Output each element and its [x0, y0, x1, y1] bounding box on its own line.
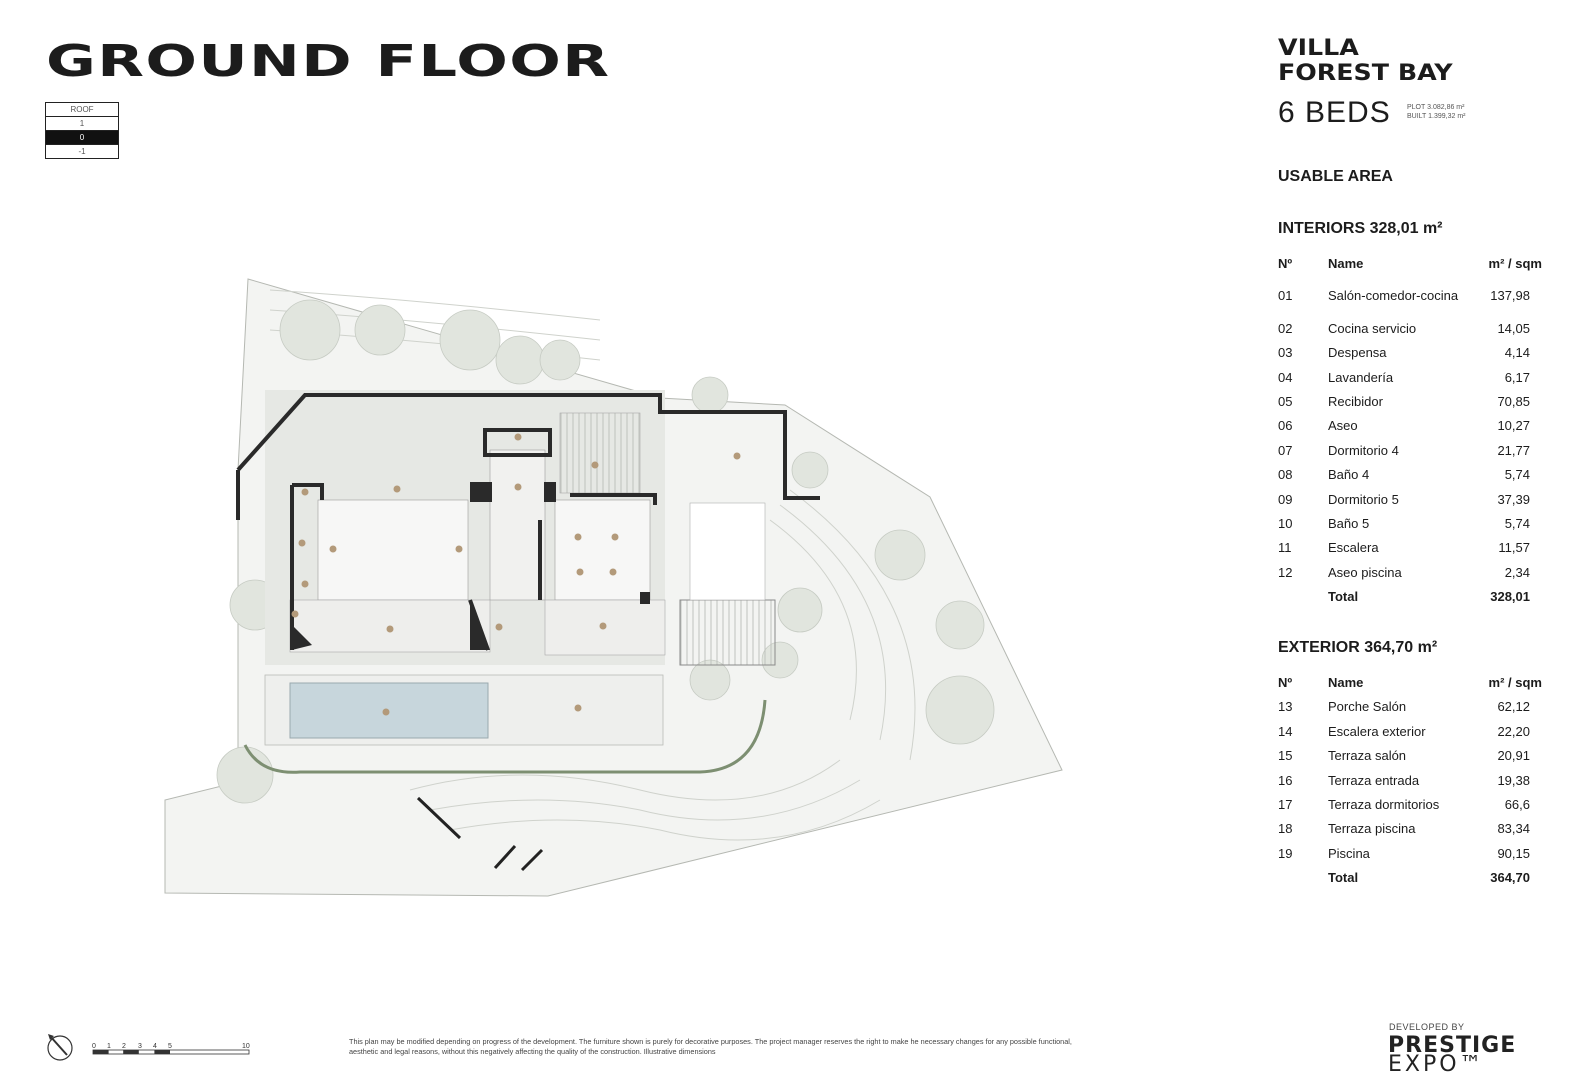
- developer-label: DEVELOPED BY: [1389, 1022, 1465, 1032]
- scale-label: 5: [168, 1043, 172, 1050]
- col-name: Name: [1328, 256, 1364, 271]
- plot-info: PLOT 3.082,86 m² BUILT 1.399,32 m²: [1407, 103, 1466, 121]
- developer-name-line1: PRESTIGE: [1388, 1033, 1517, 1058]
- level-selector: ROOF 1 0 -1: [45, 102, 119, 159]
- level-1[interactable]: 1: [46, 117, 118, 131]
- bedroom-block: [554, 499, 651, 601]
- built-area: BUILT 1.399,32 m²: [1407, 113, 1466, 120]
- retaining-wall-curve: [243, 699, 767, 774]
- scale-label: 0: [92, 1043, 96, 1050]
- table-header: Nº Name m² / sqm: [1278, 252, 1546, 276]
- columns: [292, 482, 650, 650]
- villa-name: VILLA FOREST BAY: [1278, 36, 1453, 86]
- developer-name-line2: EXPO™: [1388, 1052, 1485, 1077]
- disclaimer: This plan may be modified depending on p…: [349, 1037, 1072, 1056]
- page-title: GROUND FLOOR: [46, 36, 611, 87]
- pergola-top: [559, 412, 641, 494]
- scale-label: 1: [107, 1043, 111, 1050]
- scale-label: 10: [242, 1043, 250, 1050]
- living-room: [317, 499, 469, 601]
- interiors-heading: INTERIORS 328,01 m²: [1278, 220, 1443, 237]
- table-header: Nº Name m² / sqm: [1278, 671, 1546, 695]
- north-compass-icon: [47, 1034, 73, 1061]
- scale-label: 3: [138, 1043, 142, 1050]
- col-area: m² / sqm: [1488, 256, 1542, 271]
- scale-label: 2: [122, 1043, 126, 1050]
- level-minus-1[interactable]: -1: [78, 147, 86, 156]
- col-number: Nº: [1278, 256, 1293, 271]
- exterior-stairs: [416, 796, 544, 872]
- level-0-active[interactable]: 0: [46, 131, 118, 145]
- col-area: m² / sqm: [1488, 675, 1542, 690]
- room-markers: [291, 433, 741, 716]
- col-name: Name: [1328, 675, 1364, 690]
- entrance: [489, 449, 546, 601]
- scale-label: 4: [153, 1043, 157, 1050]
- beds-count: 6 BEDS: [1278, 96, 1391, 129]
- developer-logo: PRESTIGE EXPO™: [1388, 1033, 1517, 1077]
- scale-bar: 0 1 2 3 4 5 10: [92, 1041, 252, 1062]
- villa-name-line2: FOREST BAY: [1278, 61, 1453, 86]
- level-roof[interactable]: ROOF: [46, 103, 118, 117]
- villa-name-line1: VILLA: [1278, 36, 1359, 61]
- floor-plan: [164, 278, 1063, 897]
- plot-area: PLOT 3.082,86 m²: [1407, 104, 1465, 111]
- pergola-side: [679, 599, 776, 666]
- usable-area-heading: USABLE AREA: [1278, 168, 1393, 185]
- garage-block: [689, 502, 766, 601]
- exterior-heading: EXTERIOR 364,70 m²: [1278, 639, 1438, 656]
- col-number: Nº: [1278, 675, 1293, 690]
- scale-bar-graphic: 0 1 2 3 4 5 10: [92, 1043, 250, 1055]
